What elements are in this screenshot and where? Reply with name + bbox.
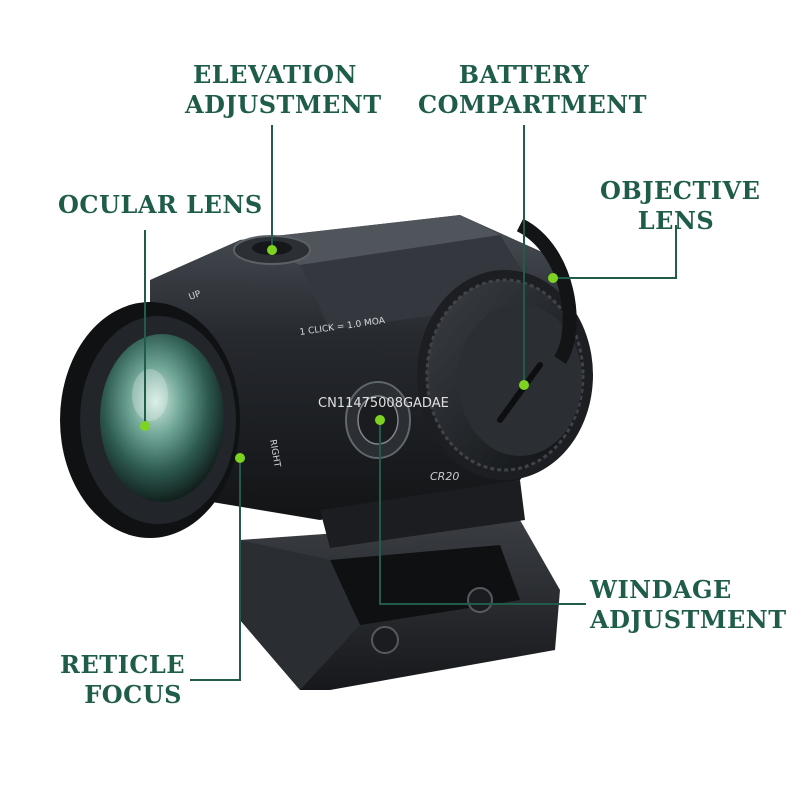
- leader-objective: [553, 225, 677, 279]
- right-marking: RIGHT: [267, 439, 282, 469]
- windage-label-line1: WINDAGE: [590, 575, 732, 604]
- objective-lens-rim: [516, 218, 577, 364]
- reticle-label-line2: FOCUS: [84, 680, 182, 709]
- ocular-lens-label: OCULAR LENS: [58, 190, 263, 220]
- battery-cap: [417, 270, 593, 480]
- objective-label-line2: LENS: [637, 206, 715, 235]
- leader-lines: [144, 125, 677, 681]
- mount-screw-left: [371, 626, 399, 654]
- marker-reticle: [235, 453, 245, 463]
- marker-elevation: [267, 245, 277, 255]
- elevation-adjustment-label: ELEVATION ADJUSTMENT: [185, 60, 382, 120]
- windage-label-line2: ADJUSTMENT: [590, 605, 787, 634]
- windage-adjustment-label: WINDAGE ADJUSTMENT: [590, 575, 787, 635]
- marker-objective: [548, 273, 558, 283]
- marker-windage: [375, 415, 385, 425]
- model-marking: CR20: [430, 470, 459, 483]
- battery-label-line2: COMPARTMENT: [418, 90, 648, 119]
- battery-label-line1: BATTERY: [458, 60, 590, 89]
- battery-compartment-label: BATTERY COMPARTMENT: [418, 60, 648, 120]
- objective-lens-label: OBJECTIVE LENS: [600, 176, 761, 236]
- ocular-lens: [60, 302, 240, 538]
- reticle-label-line1: RETICLE: [60, 650, 186, 679]
- up-marking: UP: [188, 289, 203, 303]
- leader-reticle: [190, 458, 241, 681]
- leader-windage: [379, 420, 586, 605]
- marker-dots: [140, 245, 558, 463]
- ocular-label-line1: OCULAR LENS: [58, 190, 263, 219]
- elevation-label-line2: ADJUSTMENT: [185, 90, 382, 119]
- reticle-focus-label: RETICLE FOCUS: [60, 650, 186, 710]
- watermark: CN11475008GADAE: [318, 396, 449, 411]
- mount-screw-right: [467, 587, 493, 613]
- objective-label-line1: OBJECTIVE: [600, 176, 761, 205]
- elevation-label-line1: ELEVATION: [193, 60, 357, 89]
- marker-battery: [519, 380, 529, 390]
- marker-ocular: [140, 421, 150, 431]
